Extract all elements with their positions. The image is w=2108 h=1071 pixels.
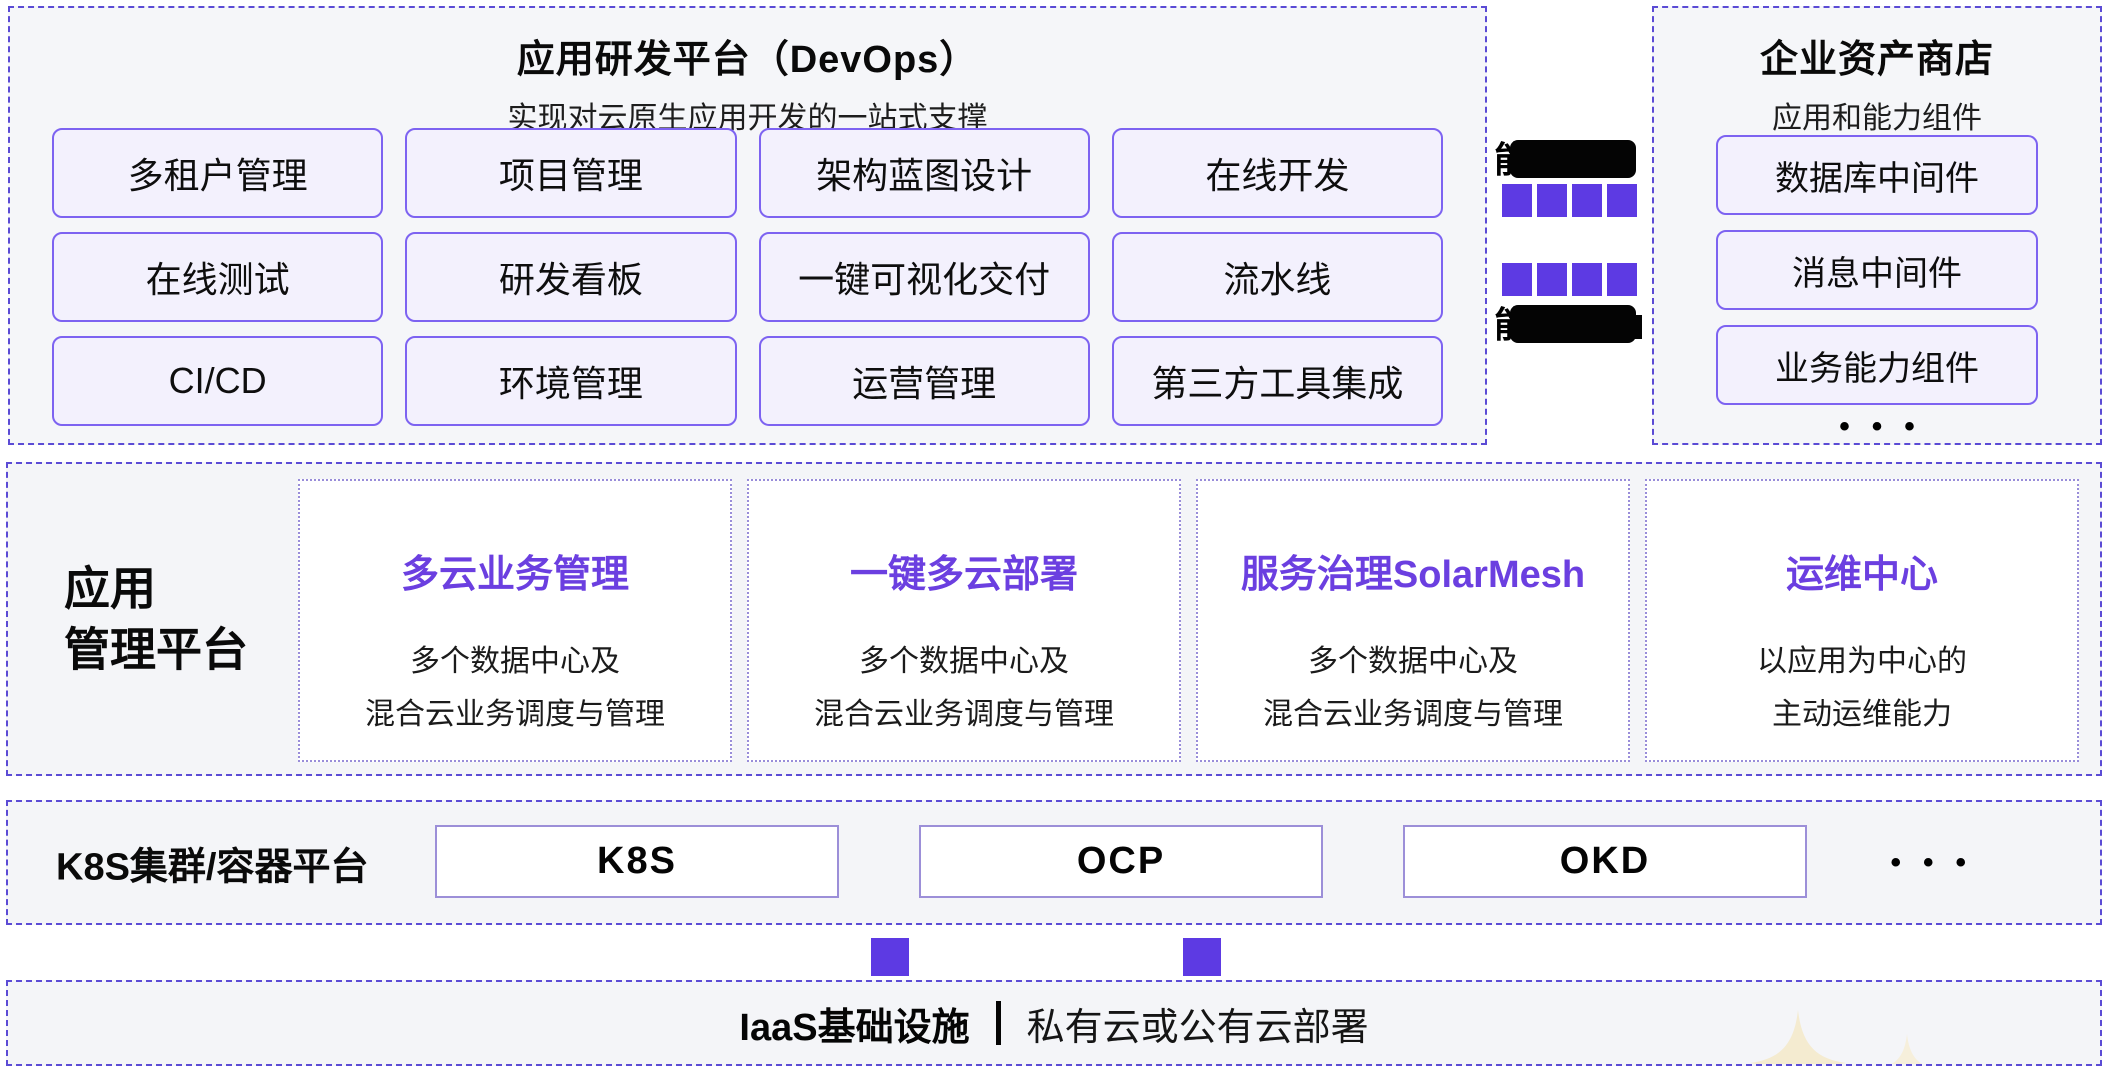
card-body: 以应用为中心的 主动运维能力 (1647, 636, 2077, 741)
asset-store-ellipsis: ••• (1839, 410, 1937, 443)
flow-square-icon (1537, 263, 1567, 296)
redacted-label-bottom: 能 (1494, 305, 1642, 344)
card-title: 一键多云部署 (849, 554, 1078, 596)
sparkle-icon (1750, 1010, 1846, 1064)
iaas-band: IaaS基础设施 私有云或公有云部署 (6, 980, 2102, 1066)
k8s-band-label: K8S集群/容器平台 (56, 846, 369, 888)
app-management-label-line1: 应用 (64, 562, 156, 615)
app-management-label-line2: 管理平台 (64, 623, 248, 675)
flow-square-row-bottom (1502, 263, 1637, 296)
feature-box-environment: 环境管理 (405, 336, 737, 426)
card-title: 运维中心 (1785, 554, 1938, 596)
asset-box-message-middleware: 消息中间件 (1716, 230, 2038, 310)
flow-square-icon (1607, 184, 1637, 217)
feature-box-online-dev: 在线开发 (1111, 128, 1443, 218)
asset-store-subtitle: 应用和能力组件 (1772, 102, 1982, 135)
iaas-content: IaaS基础设施 私有云或公有云部署 (8, 982, 2100, 1064)
iaas-title: IaaS基础设施 (739, 1006, 970, 1049)
card-body-line2: 混合云业务调度与管理 (365, 697, 665, 731)
card-body-line2: 主动运维能力 (1772, 697, 1952, 731)
asset-box-database-middleware: 数据库中间件 (1716, 135, 2038, 215)
feature-box-multitenant: 多租户管理 (52, 128, 384, 218)
card-body-line1: 以应用为中心的 (1757, 645, 1967, 678)
feature-box-3rd-party: 第三方工具集成 (1111, 336, 1443, 426)
feature-box-project: 项目管理 (405, 128, 737, 218)
card-body: 多个数据中心及 混合云业务调度与管理 (749, 636, 1179, 741)
card-body-line1: 多个数据中心及 (1308, 645, 1518, 678)
feature-box-operations: 运营管理 (758, 336, 1090, 426)
card-body-line2: 混合云业务调度与管理 (814, 697, 1114, 731)
devops-panel-title: 应用研发平台（DevOps） (516, 39, 979, 81)
asset-store-title: 企业资产商店 (1759, 39, 1994, 81)
devops-panel: 应用研发平台（DevOps） 实现对云原生应用开发的一站式支撑 多租户管理 项目… (8, 6, 1487, 445)
redaction-bar-icon (1510, 140, 1636, 178)
flow-square-icon (1572, 263, 1602, 296)
asset-store-list: 数据库中间件 消息中间件 业务能力组件 (1716, 135, 2038, 405)
card-body: 多个数据中心及 混合云业务调度与管理 (300, 636, 730, 741)
flow-square-icon (1537, 184, 1567, 217)
flow-square-icon (1572, 184, 1602, 217)
card-body-line2: 混合云业务调度与管理 (1263, 697, 1563, 731)
card-body: 多个数据中心及 混合云业务调度与管理 (1198, 636, 1628, 741)
separator-bar (995, 1001, 1001, 1045)
flow-square-icon (1502, 263, 1532, 296)
k8s-ellipsis: ••• (1890, 845, 1988, 879)
asset-store-panel: 企业资产商店 应用和能力组件 数据库中间件 消息中间件 业务能力组件 ••• (1652, 6, 2102, 445)
asset-box-business-component: 业务能力组件 (1716, 325, 2038, 405)
flow-square-icon (1183, 938, 1221, 976)
card-ops-center: 运维中心 以应用为中心的 主动运维能力 (1645, 479, 2079, 762)
card-body-line1: 多个数据中心及 (859, 645, 1069, 678)
app-management-cards: 多云业务管理 多个数据中心及 混合云业务调度与管理 一键多云部署 多个数据中心及… (298, 479, 2079, 762)
card-service-governance: 服务治理SolarMesh 多个数据中心及 混合云业务调度与管理 (1196, 479, 1630, 762)
app-management-band: 应用 管理平台 多云业务管理 多个数据中心及 混合云业务调度与管理 一键多云部署… (6, 462, 2102, 776)
feature-box-online-test: 在线测试 (52, 232, 384, 322)
feature-box-pipeline: 流水线 (1111, 232, 1443, 322)
iaas-subtitle: 私有云或公有云部署 (1026, 1006, 1369, 1049)
capability-flow-connector: 能 能 (1494, 140, 1642, 346)
card-one-click-deploy: 一键多云部署 多个数据中心及 混合云业务调度与管理 (747, 479, 1181, 762)
redaction-bar-icon (1510, 305, 1642, 343)
platform-box-ocp: OCP (919, 825, 1323, 898)
flow-square-icon (1502, 184, 1532, 217)
feature-box-blueprint: 架构蓝图设计 (758, 128, 1090, 218)
redacted-label-top: 能 (1494, 140, 1636, 179)
feature-box-visual-delivery: 一键可视化交付 (758, 232, 1090, 322)
feature-box-cicd: CI/CD (52, 336, 384, 426)
card-title: 服务治理SolarMesh (1240, 554, 1586, 596)
feature-box-kanban: 研发看板 (405, 232, 737, 322)
flow-square-icon (871, 938, 909, 976)
k8s-cluster-band: K8S集群/容器平台 K8S OCP OKD ••• (6, 800, 2102, 925)
app-management-label: 应用 管理平台 (64, 558, 248, 679)
devops-feature-grid: 多租户管理 项目管理 架构蓝图设计 在线开发 在线测试 研发看板 一键可视化交付… (52, 128, 1443, 426)
flow-square-row-top (1502, 184, 1637, 217)
platform-box-okd: OKD (1403, 825, 1807, 898)
k8s-boxes: K8S OCP OKD (435, 825, 1807, 898)
card-body-line1: 多个数据中心及 (410, 645, 620, 678)
platform-box-k8s: K8S (435, 825, 839, 898)
card-multicloud-management: 多云业务管理 多个数据中心及 混合云业务调度与管理 (298, 479, 732, 762)
sparkle-icon (1891, 1034, 1923, 1064)
flow-square-icon (1607, 263, 1637, 296)
card-title: 多云业务管理 (400, 554, 629, 596)
